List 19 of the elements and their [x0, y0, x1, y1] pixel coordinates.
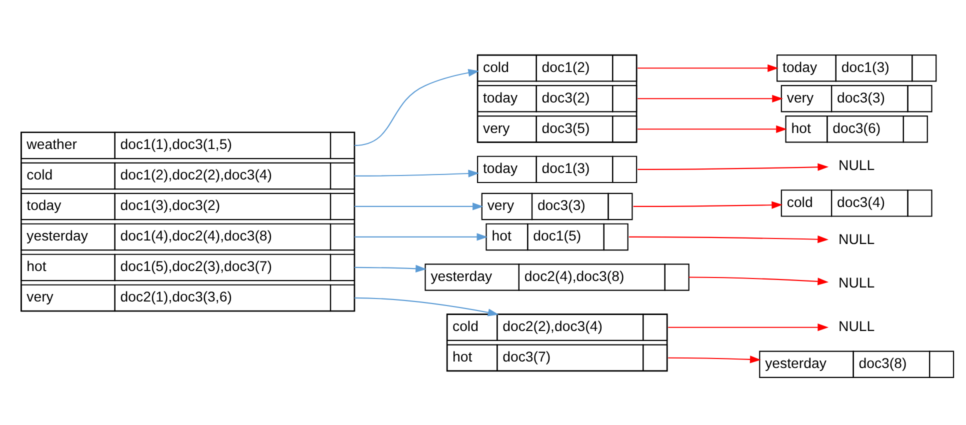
arrow: [633, 200, 783, 208]
node-text: NULL: [838, 274, 875, 290]
arrow: [668, 323, 829, 331]
arrow: [638, 124, 787, 132]
node-text: NULL: [838, 156, 875, 172]
arrow: [638, 94, 784, 102]
arrow: [354, 296, 499, 316]
node-text: NULL: [838, 318, 875, 334]
arrow: [628, 235, 829, 243]
arrow: [638, 162, 829, 170]
arrow: [668, 355, 761, 363]
arrow: [354, 169, 480, 177]
arrow: [354, 232, 488, 240]
arrow: [354, 202, 484, 210]
node-text: NULL: [838, 230, 875, 246]
arrow: [354, 264, 427, 272]
arrow: [354, 68, 480, 146]
arrow: [688, 276, 829, 285]
arrow: [638, 64, 778, 72]
